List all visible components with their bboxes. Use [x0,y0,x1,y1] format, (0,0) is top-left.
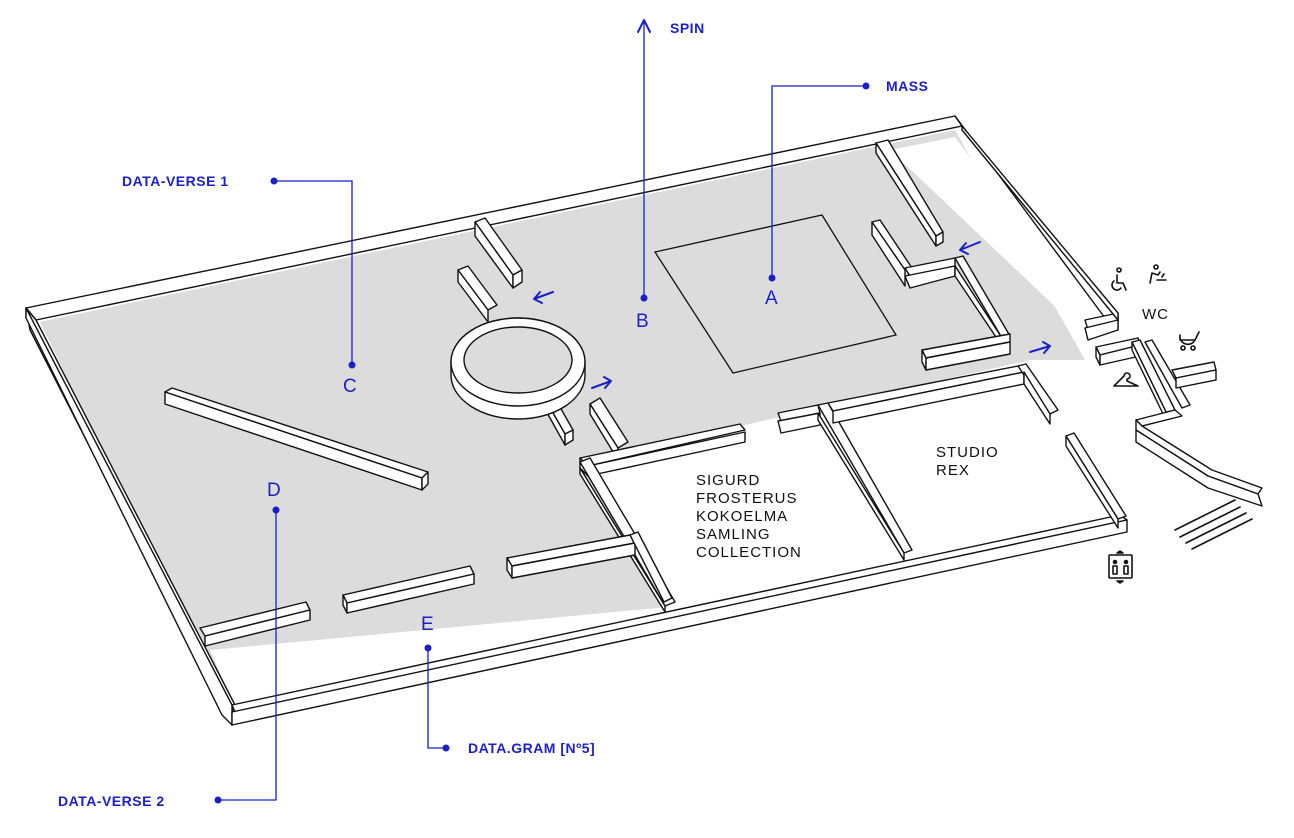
room-label-line: SIGURD [696,472,760,489]
arrow-left-icon [533,291,554,304]
room-frosterus-floor [598,420,905,603]
leader-lines [214,19,870,804]
zone-e: E [421,614,434,635]
zone-d: D [267,480,281,501]
elevator-icon [1108,550,1133,584]
room-label-frosterus: SIGURD FROSTERUS KOKOELMA SAMLING COLLEC… [696,472,802,561]
stroller-icon [1179,331,1200,351]
direction-arrows [533,241,1051,389]
room-label-line: SAMLING [696,526,771,543]
zone-b: B [636,311,649,332]
baby-changing-icon [1149,264,1167,284]
room-label-line: FROSTERUS [696,490,798,507]
outer-walls [25,115,1128,726]
wc-label: WC [1142,306,1169,323]
label-data-verse-1: DATA-VERSE 1 [122,173,229,189]
zone-c: C [343,376,357,397]
label-data-verse-2: DATA-VERSE 2 [58,793,165,809]
arrow-right-icon [1029,341,1051,354]
room-label-line: REX [936,462,970,479]
round-room [450,317,586,420]
room-label-line: COLLECTION [696,544,802,561]
label-mass: MASS [886,78,928,94]
room-label-line: KOKOELMA [696,508,788,525]
arrow-right-icon [591,376,612,389]
entrance-stairs [1174,499,1253,550]
mass-platform [653,214,898,374]
zone-a: A [765,288,778,309]
cloakroom-hanger-icon [1113,372,1139,387]
arrow-left-icon [959,241,981,255]
entrance-walls [1095,337,1263,550]
inner-walls [164,139,1127,647]
wheelchair-icon [1111,267,1127,291]
corridor-wc-floor [890,137,1090,335]
label-spin: SPIN [670,20,705,36]
label-data-gram: DATA.GRAM [Nº5] [468,740,595,756]
room-label-line: STUDIO [936,444,999,461]
room-studio-rex-floor [830,380,1110,553]
room-label-studio-rex: STUDIO REX [936,444,999,479]
